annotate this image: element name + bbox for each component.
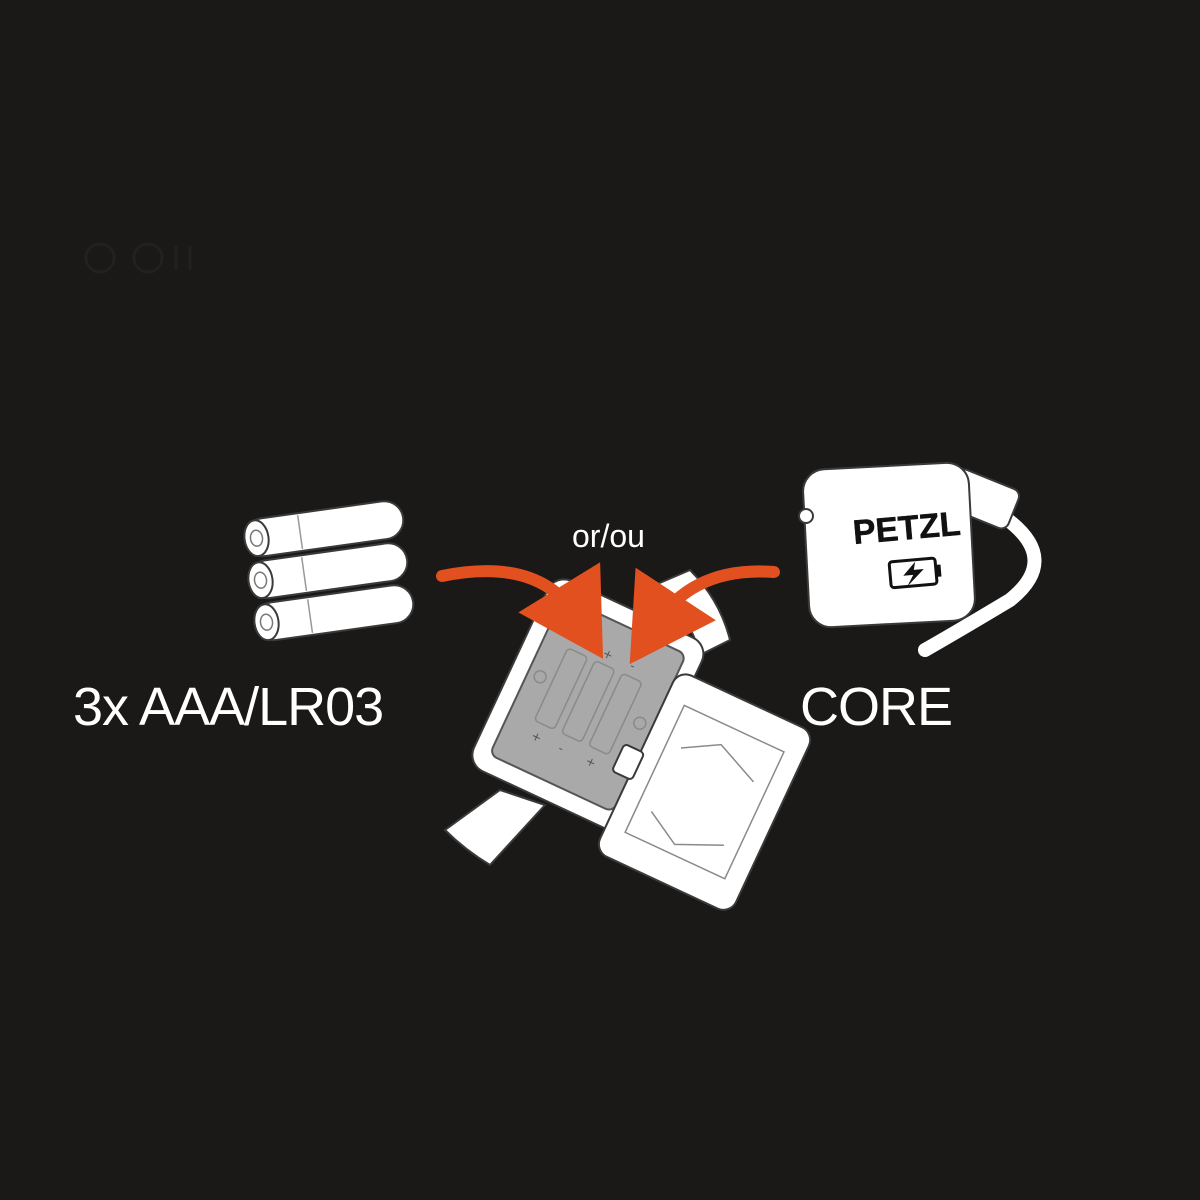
aaa-battery-2 — [247, 542, 409, 600]
aaa-battery-stack-icon — [243, 500, 415, 642]
core-battery-body — [802, 461, 976, 629]
battery-charging-icon — [887, 556, 942, 590]
aaa-battery-3 — [253, 584, 415, 642]
usb-cable-icon — [918, 513, 1042, 657]
petzl-logo: PETZL — [851, 505, 962, 552]
core-label: CORE — [800, 677, 953, 737]
ghost-watermark — [84, 242, 192, 274]
aaa-battery-1 — [243, 500, 405, 558]
headband-bottom — [443, 788, 547, 867]
arrow-from-batteries — [436, 562, 604, 659]
headlamp-battery-compartment-icon: - + - + - + — [443, 568, 812, 911]
arrow-from-core — [629, 565, 780, 665]
svg-text:-: - — [628, 659, 638, 674]
svg-text:-: - — [556, 741, 566, 756]
core-rechargeable-battery-icon: PETZL — [798, 461, 1042, 657]
or-label: or/ou — [572, 518, 645, 554]
batteries-label: 3x AAA/LR03 — [73, 677, 384, 737]
